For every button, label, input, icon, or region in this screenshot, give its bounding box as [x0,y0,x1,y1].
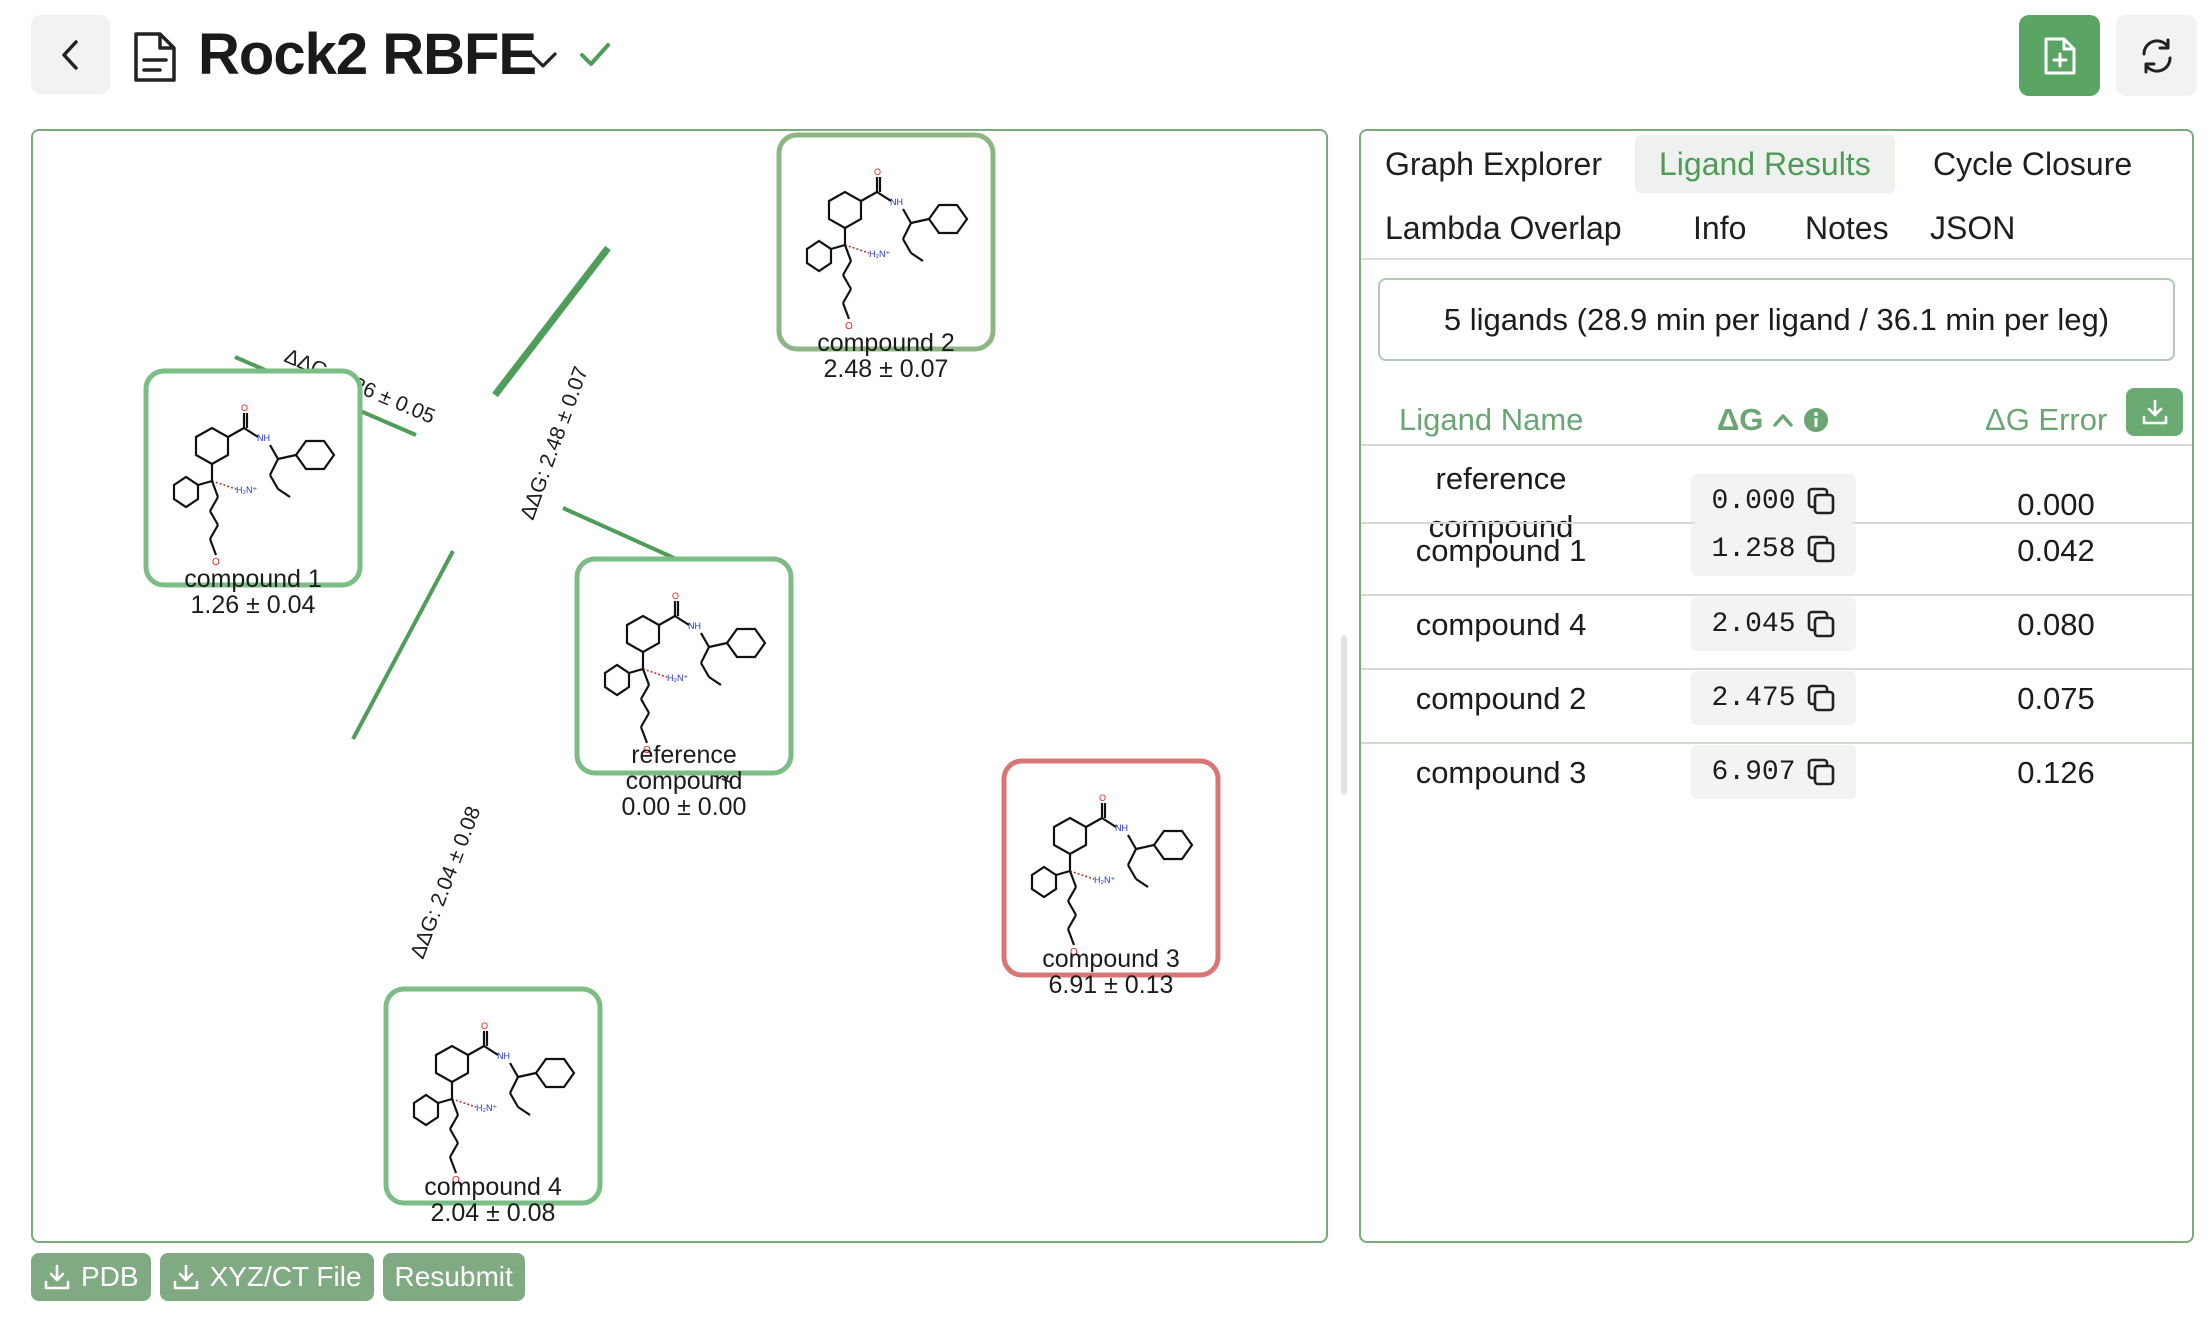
node-value: 2.48 ± 0.07 [824,355,949,383]
dg-error-value: 0.000 [2017,487,2095,522]
graph-panel[interactable]: O NH H₂N⁺ O [31,129,1328,1243]
download-table-button[interactable] [2126,388,2183,436]
ligand-name: compound 1 [1415,533,1587,568]
table-row: reference compound [1361,455,1641,551]
download-icon [44,1264,70,1290]
refresh-icon [2141,38,2172,73]
download-xyz-label: XYZ/CT File [209,1261,362,1292]
copy-icon[interactable] [1806,683,1836,713]
ligand-name: compound 2 [1415,681,1587,716]
edge-label-compound2: ΔΔG: 2.48 ± 0.07 [516,364,593,523]
table-header-divider [1361,444,2192,446]
chevron-down-icon[interactable] [527,48,559,72]
file-plus-icon [2044,37,2075,74]
node-name-line1: reference [631,741,737,769]
dg-value-pill[interactable]: 6.907 [1691,745,1856,799]
chevron-left-icon [61,39,78,70]
panel-resize-handle[interactable] [1341,635,1347,795]
dg-value: 1.258 [1711,533,1796,565]
edge-reference-compound2[interactable] [492,245,611,398]
dg-error-value: 0.126 [2017,755,2095,790]
dg-error-value: 0.080 [2017,607,2095,642]
ligand-name-line1: reference [1435,461,1567,496]
tabs-divider [1361,258,2192,260]
download-xyz-button[interactable]: XYZ/CT File [159,1253,374,1301]
resubmit-label: Resubmit [394,1261,513,1292]
tab-ligand-results[interactable]: Ligand Results [1635,135,1895,193]
node-value: 2.04 ± 0.08 [431,1199,556,1227]
row-divider [1361,742,2192,744]
copy-icon[interactable] [1806,757,1836,787]
download-pdb-label: PDB [81,1261,139,1292]
ligand-name-line2: compound [1428,509,1574,544]
node-name: compound 1 [184,565,322,593]
column-header-dg-label: ΔG [1717,402,1764,437]
sort-up-icon [1773,414,1794,427]
row-divider [1361,594,2192,596]
ligand-summary: 5 ligands (28.9 min per ligand / 36.1 mi… [1378,278,2175,361]
page-title: Rock2 RBFE [198,22,537,87]
tab-json[interactable]: JSON [1930,210,2016,246]
node-value: 6.91 ± 0.13 [1049,971,1174,999]
dg-value-pill[interactable]: 1.258 [1691,522,1856,576]
column-header-dg-error[interactable]: ΔG Error [1985,402,2108,437]
add-document-button[interactable] [2019,15,2100,96]
node-compound2[interactable]: compound 2 2.48 ± 0.07 [776,132,996,383]
results-panel: Graph Explorer Ligand Results Cycle Clos… [1359,129,2194,1243]
node-reference-compound[interactable]: reference compound 0.00 ± 0.00 [574,556,794,821]
edge-reference-compound4[interactable] [351,550,455,740]
copy-icon[interactable] [1806,534,1836,564]
ligand-name: compound 4 [1415,607,1587,642]
dg-value-pill[interactable]: 2.045 [1691,597,1856,651]
tab-graph-explorer[interactable]: Graph Explorer [1385,146,1602,182]
download-icon [173,1264,198,1290]
tab-cycle-closure[interactable]: Cycle Closure [1933,146,2133,182]
copy-icon[interactable] [1806,486,1836,516]
resubmit-button[interactable]: Resubmit [382,1253,525,1301]
document-icon [134,32,176,82]
column-header-ligand-name[interactable]: Ligand Name [1399,402,1584,437]
dg-error-value: 0.042 [2017,533,2095,568]
node-compound1[interactable]: compound 1 1.26 ± 0.04 [143,368,363,619]
node-name: compound 3 [1042,945,1180,973]
copy-icon[interactable] [1806,609,1836,639]
column-header-dg[interactable]: ΔG [1717,390,1829,450]
node-value: 1.26 ± 0.04 [191,591,316,619]
node-value: 0.00 ± 0.00 [622,793,747,821]
node-name: compound 2 [817,329,955,357]
dg-value: 6.907 [1711,756,1796,788]
dg-value: 2.045 [1711,608,1796,640]
dg-value: 0.000 [1711,485,1796,517]
row-divider [1361,668,2192,670]
dg-value-pill[interactable]: 0.000 [1691,474,1856,528]
tab-lambda-overlap[interactable]: Lambda Overlap [1385,210,1622,246]
download-pdb-button[interactable]: PDB [31,1253,151,1301]
ligand-graph[interactable]: O NH H₂N⁺ O [33,131,1328,1243]
node-compound3[interactable]: compound 3 6.91 ± 0.13 [1001,758,1221,999]
node-name-line2: compound [626,767,743,795]
back-button[interactable] [31,15,110,94]
check-icon [580,43,610,66]
download-icon [2142,399,2167,425]
ligand-name: compound 3 [1415,755,1587,790]
dg-value-pill[interactable]: 2.475 [1691,671,1856,725]
dg-value: 2.475 [1711,682,1796,714]
tab-info[interactable]: Info [1693,210,1747,246]
node-compound4[interactable]: compound 4 2.04 ± 0.08 [383,986,603,1227]
refresh-button[interactable] [2116,15,2197,96]
info-icon[interactable] [1803,407,1829,433]
node-name: compound 4 [424,1173,562,1201]
tab-notes[interactable]: Notes [1805,210,1889,246]
edge-label-compound4: ΔΔG: 2.04 ± 0.08 [406,803,485,962]
dg-error-value: 0.075 [2017,681,2095,716]
